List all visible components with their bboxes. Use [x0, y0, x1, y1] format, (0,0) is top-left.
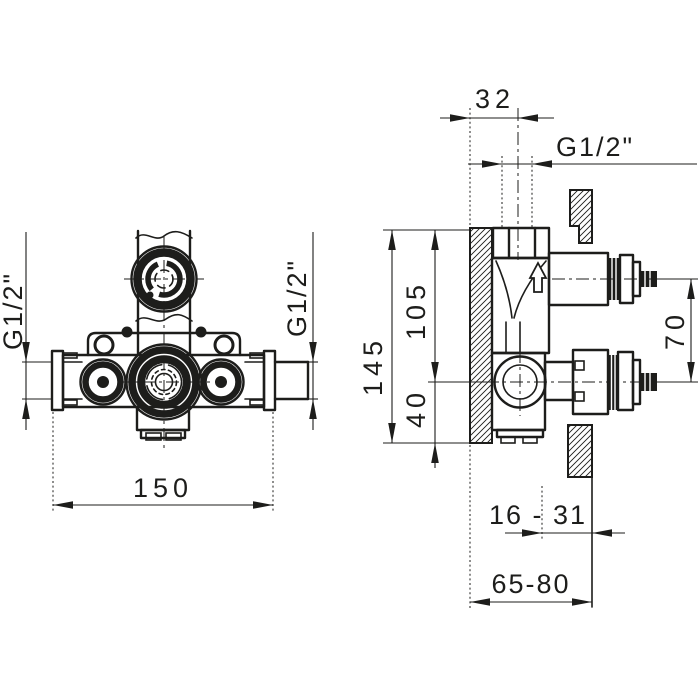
- dim-150: 150: [52, 412, 274, 512]
- dim-65-80-label: 65-80: [491, 569, 570, 599]
- side-top-hex-port: [491, 226, 551, 260]
- dim-145-105-40: 145 105 40: [358, 229, 492, 468]
- front-thermostat-circles: [118, 236, 210, 452]
- arrowhead: [532, 160, 552, 168]
- wall-section-hatch-upper: [569, 189, 593, 244]
- front-bottom-outlet: [135, 405, 191, 441]
- arrowhead: [431, 362, 439, 382]
- dim-left-g12: G1/2": [0, 232, 53, 430]
- arrowhead: [687, 362, 695, 382]
- right-ear-hole: [213, 334, 235, 356]
- arrowhead: [518, 114, 538, 122]
- dim-145-label: 145: [358, 336, 388, 396]
- left-ear-hole: [93, 334, 115, 356]
- front-right-stop-valve: [197, 358, 245, 406]
- arrowhead: [572, 598, 592, 606]
- right-screw-dot: [195, 326, 207, 338]
- arrowhead: [309, 342, 317, 362]
- dim-32-label: 32: [475, 84, 515, 114]
- arrowhead: [431, 230, 439, 250]
- arrowhead: [470, 598, 490, 606]
- dim-right-g12: G1/2": [282, 232, 317, 430]
- dim-40-label: 40: [401, 388, 431, 428]
- front-left-stop-valve: [79, 358, 127, 406]
- arrowhead: [450, 114, 470, 122]
- dim-105-label: 105: [401, 280, 431, 340]
- dim-left-g12-label: G1/2": [0, 272, 28, 350]
- dim-16-31: 16 - 31: [489, 486, 625, 540]
- front-view: 150 G1/2" G1/2": [0, 229, 318, 512]
- arrowhead: [522, 529, 542, 537]
- arrowhead: [253, 501, 273, 509]
- wall-section-hatch-lower: [567, 424, 593, 478]
- side-view: 32 G1/2" 145 105 40: [358, 84, 698, 608]
- lower-cartridge-knurl: [608, 355, 618, 410]
- right-flange: [262, 349, 277, 412]
- arrowhead: [22, 342, 30, 362]
- dim-top-g12-label: G1/2": [556, 132, 634, 162]
- arrowhead: [687, 279, 695, 299]
- arrowhead: [431, 443, 439, 463]
- arrowhead: [22, 399, 30, 419]
- side-upper-body: [490, 256, 551, 355]
- arrowhead: [309, 399, 317, 419]
- dim-right-g12-label: G1/2": [282, 259, 312, 337]
- upper-cartridge-knurl: [608, 258, 620, 300]
- dim-70-label: 70: [660, 310, 690, 350]
- side-lower-cartridge: [543, 348, 657, 416]
- port-detail-dot: [146, 291, 154, 299]
- mounting-plate-hatched: [469, 227, 493, 444]
- left-flange: [50, 349, 65, 412]
- dim-70: 70: [658, 278, 698, 383]
- left-screw-dot: [121, 326, 133, 338]
- side-upper-cartridge: [547, 251, 660, 307]
- dim-65-80: 65-80: [469, 445, 592, 608]
- dim-top-g12: G1/2": [468, 132, 697, 228]
- arrowhead: [388, 230, 396, 250]
- arrowhead: [388, 423, 396, 443]
- dim-150-label: 150: [133, 473, 193, 503]
- check-valve-cone-right: [513, 260, 547, 319]
- lower-cartridge-stem: [640, 373, 657, 391]
- front-right-pipe: [273, 360, 318, 401]
- flow-direction-up-arrow-icon: [528, 261, 548, 293]
- arrowhead: [53, 501, 73, 509]
- arrowhead: [592, 529, 612, 537]
- arrowhead: [482, 160, 502, 168]
- dim-16-31-label: 16 - 31: [489, 500, 587, 530]
- dim-32: 32: [440, 84, 554, 260]
- pipe-break-line-mid: [135, 313, 193, 322]
- check-valve-cone-left: [495, 260, 513, 319]
